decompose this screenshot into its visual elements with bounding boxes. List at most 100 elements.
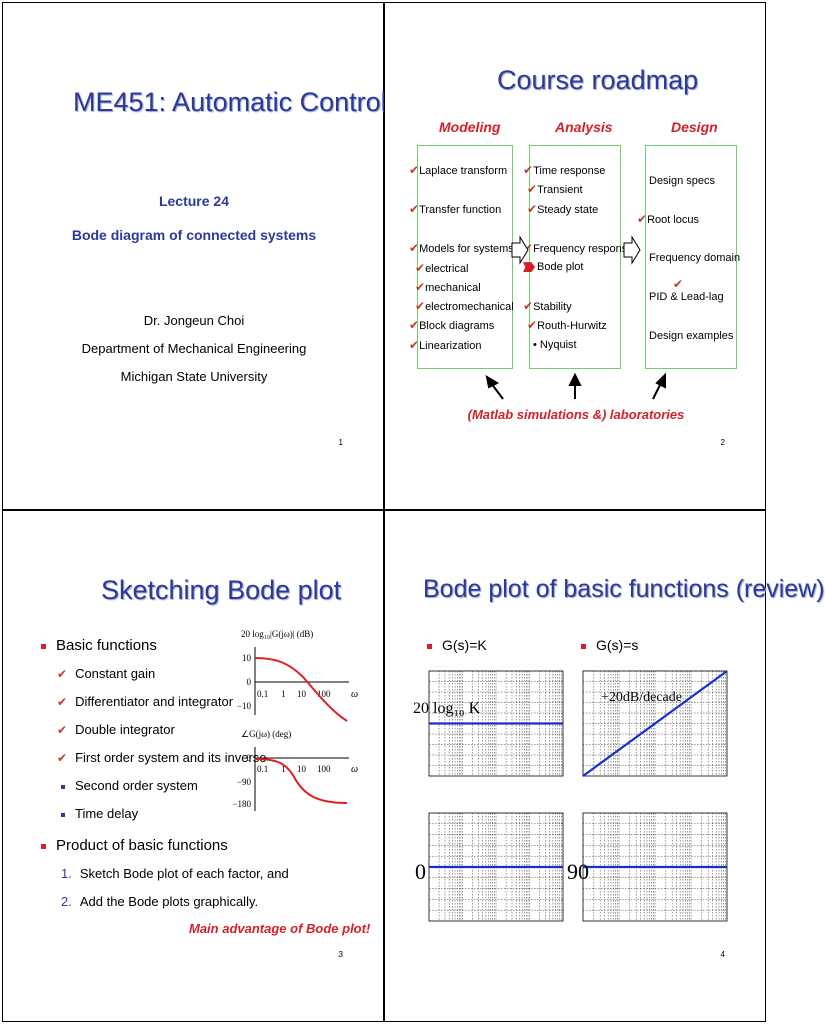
modeling-item: ✔electrical [415, 261, 469, 275]
hollow-arrow-icon [511, 235, 529, 265]
tick-label: 1 [281, 689, 286, 699]
check-icon: ✔ [637, 212, 648, 226]
pointer-arrows [485, 372, 666, 400]
bullet-icon [61, 812, 65, 817]
phase-value-right: 90 [567, 859, 589, 884]
design-item: PID & Lead-lag [649, 291, 724, 303]
analysis-item: ✔Transient [527, 182, 583, 196]
author-name: Dr. Jongeun Choi [143, 313, 245, 328]
design-item: ✔Root locus [637, 212, 700, 226]
bullet-icon [41, 643, 46, 649]
check-icon: ✔ [409, 163, 420, 177]
slide-4: Bode plot of basic functions (review) G(… [384, 510, 825, 1022]
phase-curve [254, 758, 348, 804]
tick-label: 1 [281, 764, 286, 774]
bullet-product: Product of basic functions [41, 837, 228, 854]
check-icon: ✔ [57, 723, 68, 737]
tick-label: 100 [317, 689, 331, 699]
bode-sketch: 20 log₁₀|G(jω)| (dB) 10 0 −10 0.1 1 10 1… [232, 629, 358, 811]
slide-title: Course roadmap [497, 65, 699, 95]
design-item: Frequency domain [649, 252, 741, 264]
check-icon: ✔ [57, 695, 68, 709]
bode-line [582, 670, 728, 777]
bullet-icon [427, 643, 432, 649]
check-icon: ✔ [523, 163, 534, 177]
lecture-subtitle: Bode diagram of connected systems [71, 227, 317, 243]
check-icon: ✔ [523, 299, 534, 313]
heading-differentiator: G(s)=s [581, 637, 638, 653]
phase-value-left: 0 [415, 859, 426, 884]
roadmap-arrows [485, 235, 666, 400]
slide-title: ME451: Automatic Control [73, 87, 387, 117]
tick-label: 10 [297, 764, 307, 774]
page-number: 2 [720, 438, 725, 447]
check-icon: ✔ [409, 241, 420, 255]
slide-title: Sketching Bode plot [101, 575, 342, 605]
list-item: Time delay [61, 806, 138, 821]
magnitude-curve [254, 657, 348, 722]
tick-label: 0 [247, 753, 252, 763]
slope-label: +20dB/decade [601, 690, 682, 705]
analysis-box [529, 145, 621, 369]
list-item: ✔First order system and its inverse [57, 750, 267, 765]
tick-label: 0.1 [257, 764, 268, 774]
slide-2: Course roadmap Modeling Analysis Design … [384, 2, 766, 510]
check-icon: ✔ [409, 318, 420, 332]
design-item: Design specs [649, 175, 716, 187]
check-icon: ✔ [527, 318, 538, 332]
check-icon: ✔ [673, 277, 684, 291]
tick-label: −90 [237, 777, 252, 787]
step-item: 1.Sketch Bode plot of each factor, and [61, 866, 289, 881]
analysis-item: • Nyquist [533, 339, 577, 351]
modeling-item: ✔mechanical [415, 280, 481, 294]
tick-label: −180 [232, 799, 251, 809]
check-icon: ✔ [527, 182, 538, 196]
tick-label: 0 [247, 677, 252, 687]
step-item: 2.Add the Bode plots graphically. [61, 894, 259, 909]
modeling-item: ✔Transfer function [409, 202, 502, 216]
modeling-item: ✔electromechanical [415, 299, 514, 313]
page-number: 4 [720, 950, 725, 959]
page-number: 1 [338, 438, 343, 447]
check-icon: ✔ [409, 202, 420, 216]
analysis-item: ✔Routh-Hurwitz [527, 318, 607, 332]
tick-label: 100 [317, 764, 331, 774]
analysis-item: ✔Frequency response [523, 241, 634, 255]
list-item: ✔Double integrator [57, 722, 175, 737]
advantage-note: Main advantage of Bode plot! [189, 921, 371, 936]
check-icon: ✔ [415, 261, 426, 275]
column-header-analysis: Analysis [555, 119, 613, 135]
bullet-icon [61, 784, 65, 789]
check-icon: ✔ [57, 667, 68, 681]
analysis-item: ✔Stability [523, 299, 572, 313]
analysis-item: ✔Time response [523, 163, 606, 177]
lecture-number: Lecture 24 [158, 193, 230, 209]
phase-axis-label: ∠G(jω) (deg) [241, 729, 291, 739]
list-item: ✔Differentiator and integrator [57, 694, 234, 709]
labs-caption: (Matlab simulations &) laboratories [467, 407, 685, 422]
check-icon: ✔ [415, 299, 426, 313]
analysis-item: Bode plot [523, 260, 583, 274]
analysis-item: ✔Steady state [527, 202, 599, 216]
tick-label: −10 [237, 701, 252, 711]
check-icon: ✔ [415, 280, 426, 294]
check-icon: ✔ [527, 202, 538, 216]
tick-label: 10 [297, 689, 307, 699]
slide-1: ME451: Automatic Control Lecture 24 Bode… [2, 2, 387, 510]
bode-review-plots: 20 log₁₀ K +20dB/decade 0 90 [413, 670, 728, 922]
modeling-item: ✔Block diagrams [409, 318, 495, 332]
bullet-icon [581, 643, 586, 649]
design-box [645, 145, 737, 369]
design-item: Design examples [649, 330, 734, 342]
tick-label: 10 [242, 653, 252, 663]
heading-constant-gain: G(s)=K [427, 637, 487, 653]
check-icon: ✔ [57, 751, 68, 765]
modeling-item: ✔Linearization [409, 338, 482, 352]
modeling-item: ✔Models for systems [409, 241, 514, 255]
check-icon: ✔ [523, 241, 534, 255]
slide-title: Bode plot of basic functions (review) [423, 575, 825, 603]
page-number: 3 [338, 950, 343, 959]
list-item: ✔Constant gain [57, 666, 156, 681]
arrow-marker-icon [523, 262, 535, 273]
magnitude-axis-label: 20 log₁₀|G(jω)| (dB) [241, 629, 313, 639]
